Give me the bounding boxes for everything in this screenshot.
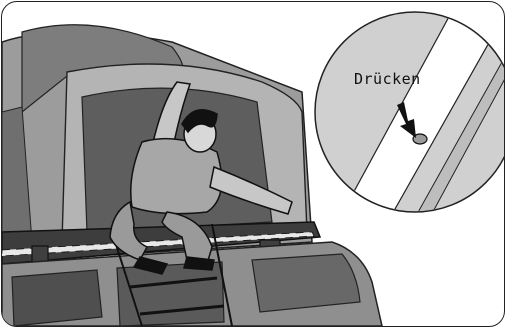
callout-label: Drücken [354, 70, 421, 88]
callout-circle [315, 2, 504, 232]
illustration-svg [2, 2, 504, 326]
